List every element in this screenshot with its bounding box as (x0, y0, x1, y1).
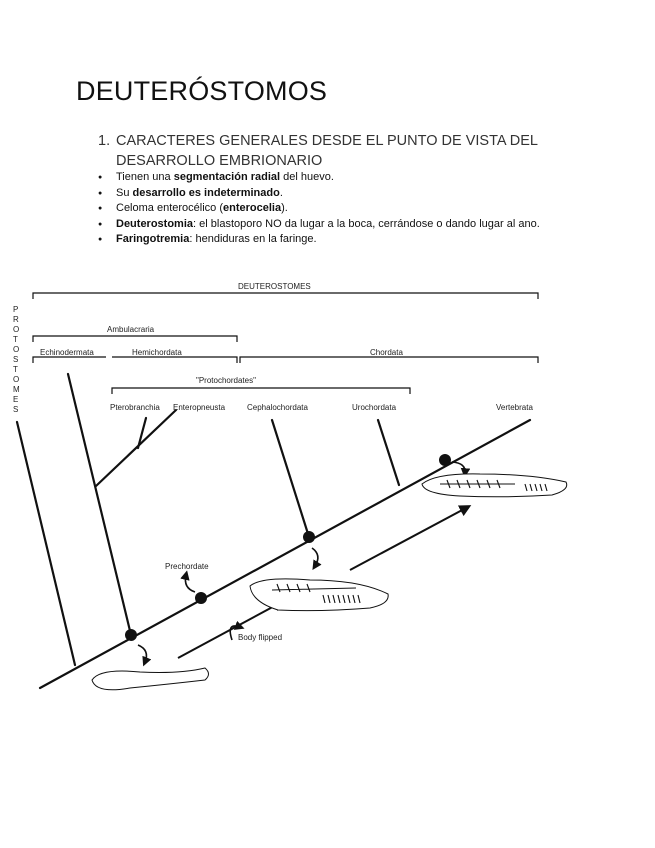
svg-text:P: P (13, 305, 18, 314)
svg-text:O: O (13, 325, 19, 334)
section-number: 1. (98, 133, 111, 149)
vertebrate-gills (524, 483, 548, 492)
svg-text:E: E (13, 395, 18, 404)
label-cephalochordata: Cephalochordata (247, 403, 308, 412)
arrow-cephalochordate (311, 547, 322, 571)
label-deuterostomes: DEUTEROSTOMES (238, 282, 311, 291)
bullet-item: Su desarrollo es indeterminado. (98, 186, 540, 202)
bullet-item: Tienen una segmentación radial del huevo… (98, 170, 540, 186)
node-vertebrata (439, 454, 451, 466)
section-title: CARACTERES GENERALES DESDE EL PUNTO DE V… (116, 133, 538, 169)
label-prechordate: Prechordate (165, 562, 209, 571)
vertebrate-segments (440, 479, 515, 489)
label-pterobranchia: Pterobranchia (110, 403, 160, 412)
node-chordata (303, 531, 315, 543)
svg-text:T: T (13, 365, 18, 374)
hemichordata-bracket (112, 356, 238, 363)
svg-text:R: R (13, 315, 19, 324)
svg-text:S: S (13, 355, 18, 364)
bullet-item: Faringotremia: hendiduras en la faringe. (98, 232, 540, 248)
deuterostomes-bracket (32, 292, 539, 299)
phylogenetic-tree-figure: DEUTEROSTOMES Ambulacraria Echinodermata… (13, 282, 568, 691)
label-protochordates: "Protochordates" (196, 376, 256, 385)
echinodermata-bracket (32, 356, 106, 363)
svg-text:M: M (13, 385, 20, 394)
label-body-flipped: Body flipped (238, 633, 282, 642)
pterobranchia-branch (136, 416, 148, 450)
hemichordata-branch (94, 408, 178, 488)
ambulacraria-bracket (32, 335, 238, 342)
label-enteropneusta: Enteropneusta (173, 403, 226, 412)
label-hemichordata: Hemichordata (132, 348, 182, 357)
bullet-list: Tienen una segmentación radial del huevo… (98, 170, 540, 248)
label-vertebrata: Vertebrata (496, 403, 533, 412)
protostomes-vertical-label: P R O T O S T O M E S (13, 305, 20, 414)
svg-text:O: O (13, 375, 19, 384)
page-title: DEUTERÓSTOMOS (76, 76, 328, 106)
chordata-bracket (239, 356, 539, 363)
larva-sketch (91, 667, 209, 691)
label-urochordata: Urochordata (352, 403, 397, 412)
bullet-item: Celoma enterocélico (enterocelia). (98, 201, 540, 217)
label-echinodermata: Echinodermata (40, 348, 94, 357)
cephalochordata-branch (270, 418, 311, 539)
urochordata-branch (376, 418, 401, 487)
cephalochordate-segments (271, 583, 357, 593)
arrow-vertebrate (451, 461, 471, 478)
bullet-item: Deuterostomia: el blastoporo NO da lugar… (98, 217, 540, 233)
cephalochordate-sketch (249, 578, 389, 612)
svg-text:O: O (13, 345, 19, 354)
vertebrate-sketch (421, 473, 568, 498)
label-ambulacraria: Ambulacraria (107, 325, 155, 334)
protochordates-bracket (111, 387, 411, 394)
node-deuterostomia (125, 629, 137, 641)
echinodermata-branch (66, 372, 133, 637)
svg-text:S: S (13, 405, 18, 414)
label-chordata: Chordata (370, 348, 403, 357)
arrow-straight-1 (177, 600, 286, 659)
cephalochordate-gills (322, 594, 361, 604)
arrow-straight-2 (349, 505, 472, 571)
svg-text:T: T (13, 335, 18, 344)
arrow-prechordate (180, 570, 196, 593)
arrow-echinoderm-larva (137, 644, 152, 667)
node-prechordate (195, 592, 207, 604)
protostomes-branch (15, 420, 77, 667)
